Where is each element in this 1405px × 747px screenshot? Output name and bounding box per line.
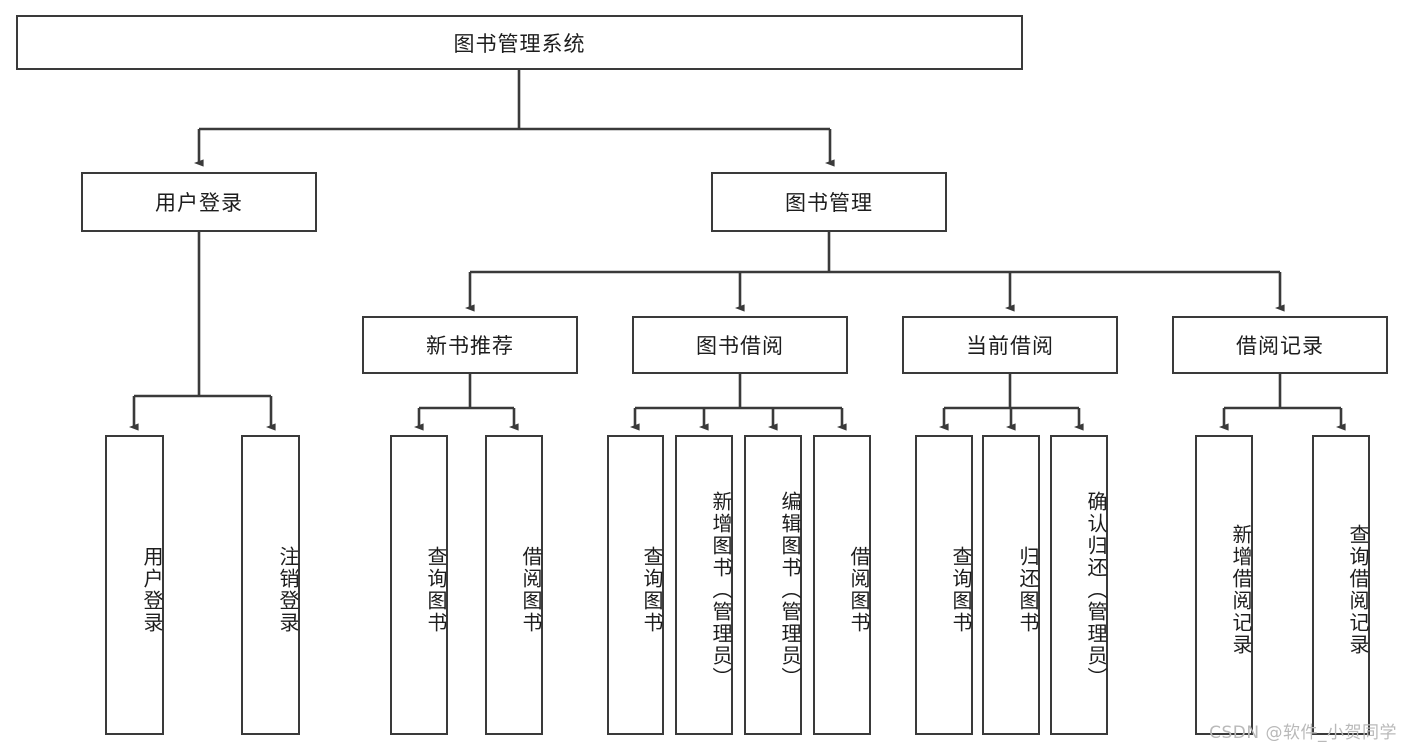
node-leaf-confirm-return[interactable]: 确认归还（管理员） [1050,435,1108,735]
node-label: 查询图书 [424,546,446,634]
node-label: 借阅记录 [1236,335,1324,358]
node-label: 图书管理 [785,192,873,215]
node-label: 编辑图书（管理员） [778,491,800,689]
node-label: 新增借阅记录 [1229,524,1251,656]
node-new-book-recommend[interactable]: 新书推荐 [362,316,578,374]
node-label: 确认归还（管理员） [1084,491,1106,689]
node-leaf-user-login[interactable]: 用户登录 [105,435,164,735]
node-leaf-query-book-borrow[interactable]: 查询图书 [607,435,664,735]
node-label: 当前借阅 [966,335,1054,358]
node-label: 查询图书 [949,546,971,634]
node-label: 借阅图书 [847,546,869,634]
node-leaf-query-borrow-record[interactable]: 查询借阅记录 [1312,435,1370,735]
node-book-management[interactable]: 图书管理 [711,172,947,232]
node-label: 借阅图书 [519,546,541,634]
node-label: 用户登录 [140,546,162,634]
node-leaf-add-borrow-record[interactable]: 新增借阅记录 [1195,435,1253,735]
node-borrow-record[interactable]: 借阅记录 [1172,316,1388,374]
node-label: 注销登录 [276,546,298,634]
node-label: 新书推荐 [426,335,514,358]
node-leaf-borrow-book-recommend[interactable]: 借阅图书 [485,435,543,735]
node-label: 查询图书 [640,546,662,634]
node-leaf-borrow-book[interactable]: 借阅图书 [813,435,871,735]
node-label: 归还图书 [1016,546,1038,634]
node-current-borrow[interactable]: 当前借阅 [902,316,1118,374]
node-label: 图书管理系统 [453,32,586,56]
node-leaf-logout[interactable]: 注销登录 [241,435,300,735]
node-label: 图书借阅 [696,335,784,358]
node-leaf-query-book-recommend[interactable]: 查询图书 [390,435,448,735]
node-label: 用户登录 [155,192,243,215]
node-user-login[interactable]: 用户登录 [81,172,317,232]
node-root-system[interactable]: 图书管理系统 [16,15,1023,70]
node-label: 新增图书（管理员） [709,491,731,689]
node-leaf-add-book[interactable]: 新增图书（管理员） [675,435,733,735]
node-label: 查询借阅记录 [1346,524,1368,656]
node-book-borrow[interactable]: 图书借阅 [632,316,848,374]
watermark-text: CSDN @软件_小贺同学 [1209,723,1397,743]
node-leaf-edit-book[interactable]: 编辑图书（管理员） [744,435,802,735]
node-leaf-return-book[interactable]: 归还图书 [982,435,1040,735]
node-leaf-query-book-current[interactable]: 查询图书 [915,435,973,735]
